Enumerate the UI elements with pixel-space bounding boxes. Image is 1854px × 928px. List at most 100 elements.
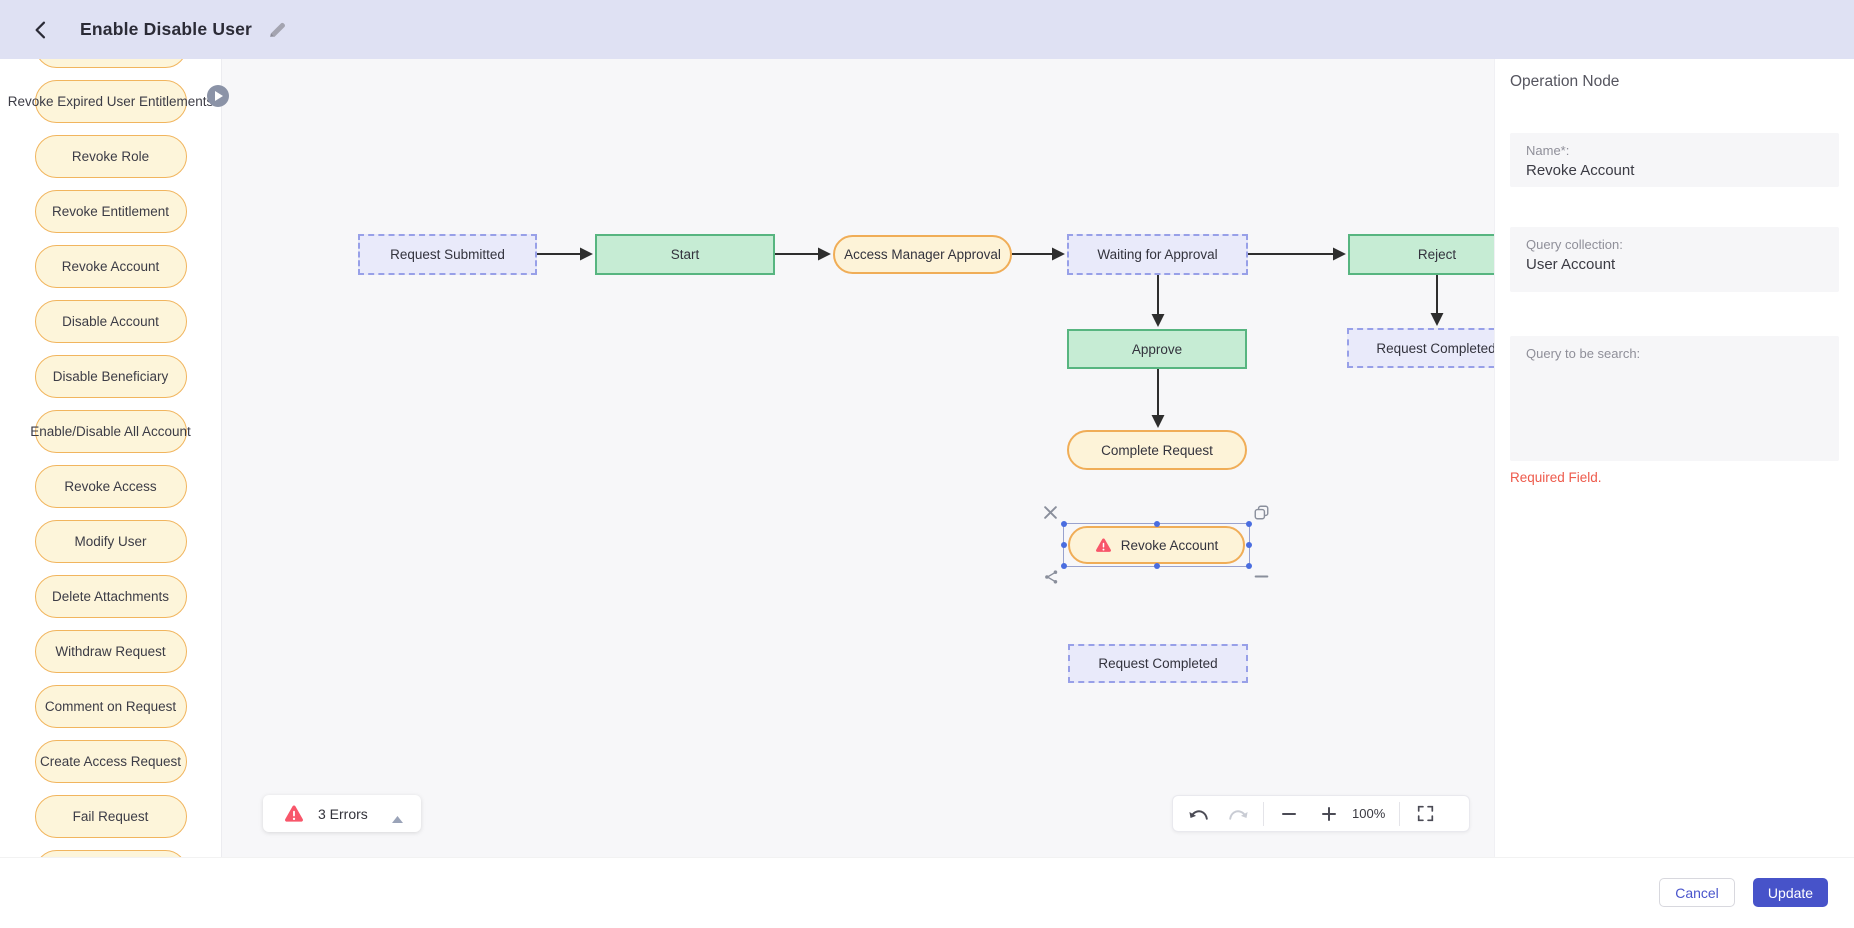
- palette-item[interactable]: Revoke Expired User Entitlements: [8, 80, 213, 123]
- undo-button[interactable]: [1187, 805, 1209, 823]
- resize-handle[interactable]: [1061, 521, 1067, 527]
- top-header: Enable Disable User: [0, 0, 1854, 59]
- error-summary-panel[interactable]: 3 Errors: [263, 795, 421, 832]
- palette-item-label: Delete Attachments: [51, 589, 170, 604]
- warning-triangle-icon: [284, 805, 304, 823]
- palette-item[interactable]: [34, 59, 187, 68]
- inspector-title: Operation Node: [1510, 73, 1620, 90]
- flow-node-request-completed-reject[interactable]: Request Completed: [1347, 328, 1494, 368]
- flow-node-label: Start: [670, 247, 700, 262]
- back-button[interactable]: [34, 20, 54, 40]
- resize-handle[interactable]: [1061, 542, 1067, 548]
- palette-item-label: Disable Account: [62, 314, 159, 329]
- flow-node-label: Revoke Account: [1120, 537, 1219, 553]
- resize-handle[interactable]: [1246, 563, 1252, 569]
- palette-item-label: Revoke Account: [61, 259, 160, 274]
- pencil-icon: [270, 22, 286, 37]
- play-icon: [215, 91, 223, 101]
- palette-item[interactable]: Enable/Disable All Account: [30, 410, 191, 453]
- copy-node-button[interactable]: [1254, 505, 1270, 521]
- query-collection-field[interactable]: Query collection: User Account: [1510, 227, 1839, 292]
- palette-item-label: Revoke Role: [71, 149, 150, 164]
- flow-node-start[interactable]: Start: [595, 234, 775, 275]
- validation-message: Required Field.: [1510, 470, 1602, 485]
- flow-node-label: Request Completed: [1098, 656, 1218, 671]
- palette-item[interactable]: Disable Beneficiary: [34, 355, 187, 398]
- flow-node-label: Request Completed: [1376, 340, 1494, 356]
- palette-item-label: Comment on Request: [44, 699, 177, 714]
- flow-node-label: Access Manager Approval: [844, 247, 1001, 262]
- resize-handle[interactable]: [1246, 542, 1252, 548]
- chevron-left-icon: [35, 21, 46, 38]
- flow-node-revoke-account[interactable]: Revoke Account: [1068, 526, 1245, 564]
- name-field-label: Name*:: [1526, 143, 1570, 158]
- palette-list: Revoke Expired User Entitlements Revoke …: [0, 59, 221, 857]
- name-field[interactable]: Name*: Revoke Account: [1510, 133, 1839, 187]
- palette-item-label: Enable/Disable All Account: [30, 424, 191, 439]
- palette-item[interactable]: Create Access Request: [34, 740, 187, 783]
- flow-edges: [537, 247, 1444, 428]
- palette-item-label: Withdraw Request: [55, 644, 166, 659]
- palette-item-label: Modify User: [74, 534, 147, 549]
- palette-item[interactable]: Revoke Role: [34, 135, 187, 178]
- flow-node-label: Request Submitted: [390, 247, 505, 262]
- query-collection-value: User Account: [1526, 256, 1616, 273]
- palette-item[interactable]: Fail Request: [34, 795, 187, 838]
- zoom-level-label: 100%: [1352, 806, 1386, 821]
- palette-collapse-button[interactable]: [207, 85, 229, 107]
- toolbar-divider: [1263, 801, 1264, 826]
- warning-triangle-icon: [1095, 537, 1112, 553]
- flow-node-request-submitted[interactable]: Request Submitted: [358, 234, 537, 275]
- query-search-label: Query to be search:: [1526, 346, 1641, 361]
- footer-bar: Cancel Update: [0, 857, 1854, 928]
- flow-node-label: Waiting for Approval: [1097, 247, 1218, 262]
- palette-item[interactable]: Withdraw Request: [34, 630, 187, 673]
- zoom-out-button[interactable]: [1278, 805, 1300, 823]
- minus-node-button[interactable]: [1254, 569, 1270, 585]
- zoom-in-button[interactable]: [1318, 805, 1340, 823]
- flow-node-reject[interactable]: Reject: [1348, 234, 1494, 275]
- flow-node-waiting-for-approval[interactable]: Waiting for Approval: [1067, 234, 1248, 275]
- palette-item[interactable]: Revoke Account: [34, 245, 187, 288]
- resize-handle[interactable]: [1061, 563, 1067, 569]
- palette-item[interactable]: Comment on Request: [34, 685, 187, 728]
- canvas-toolbar: 100%: [1172, 795, 1470, 832]
- fullscreen-button[interactable]: [1414, 805, 1436, 823]
- caret-up-icon[interactable]: [392, 810, 403, 823]
- share-connect-button[interactable]: [1043, 569, 1059, 585]
- flow-node-label: Approve: [1131, 341, 1183, 357]
- node-palette: Revoke Expired User Entitlements Revoke …: [0, 59, 222, 857]
- toolbar-divider: [1399, 801, 1401, 826]
- palette-item[interactable]: Modify User: [34, 520, 187, 563]
- cancel-button[interactable]: Cancel: [1659, 878, 1735, 907]
- resize-handle[interactable]: [1246, 521, 1252, 527]
- palette-item[interactable]: Disable Account: [34, 300, 187, 343]
- delete-node-button[interactable]: [1043, 505, 1059, 521]
- palette-item[interactable]: [34, 850, 187, 857]
- palette-item-label: Revoke Expired User Entitlements: [7, 94, 214, 109]
- flow-node-complete-request[interactable]: Complete Request: [1067, 430, 1247, 470]
- query-collection-label: Query collection:: [1526, 237, 1623, 252]
- flow-node-access-manager-approval[interactable]: Access Manager Approval: [833, 235, 1012, 274]
- redo-button[interactable]: [1227, 805, 1249, 823]
- flow-node-approve[interactable]: Approve: [1067, 329, 1247, 369]
- workflow-canvas[interactable]: Request Submitted Start Access Manager App…: [222, 59, 1494, 857]
- palette-item[interactable]: Revoke Access: [34, 465, 187, 508]
- flow-node-label: Reject: [1417, 247, 1457, 262]
- query-search-field[interactable]: Query to be search:: [1510, 336, 1839, 461]
- name-field-value: Revoke Account: [1526, 162, 1635, 179]
- palette-item-label: Disable Beneficiary: [52, 369, 169, 384]
- update-button[interactable]: Update: [1753, 878, 1828, 907]
- palette-item-label: Revoke Entitlement: [51, 204, 170, 219]
- error-count-label: 3 Errors: [318, 805, 368, 822]
- palette-item-label: Revoke Access: [64, 479, 157, 494]
- page-title: Enable Disable User: [80, 19, 253, 39]
- inspector-panel: Operation Node Name*: Revoke Account Que…: [1494, 59, 1854, 857]
- palette-item-label: Create Access Request: [39, 754, 182, 769]
- palette-item-label: Fail Request: [72, 809, 149, 824]
- palette-item[interactable]: Delete Attachments: [34, 575, 187, 618]
- flow-node-request-completed-final[interactable]: Request Completed: [1068, 644, 1248, 683]
- palette-item[interactable]: Revoke Entitlement: [34, 190, 187, 233]
- edit-title-button[interactable]: [268, 21, 286, 39]
